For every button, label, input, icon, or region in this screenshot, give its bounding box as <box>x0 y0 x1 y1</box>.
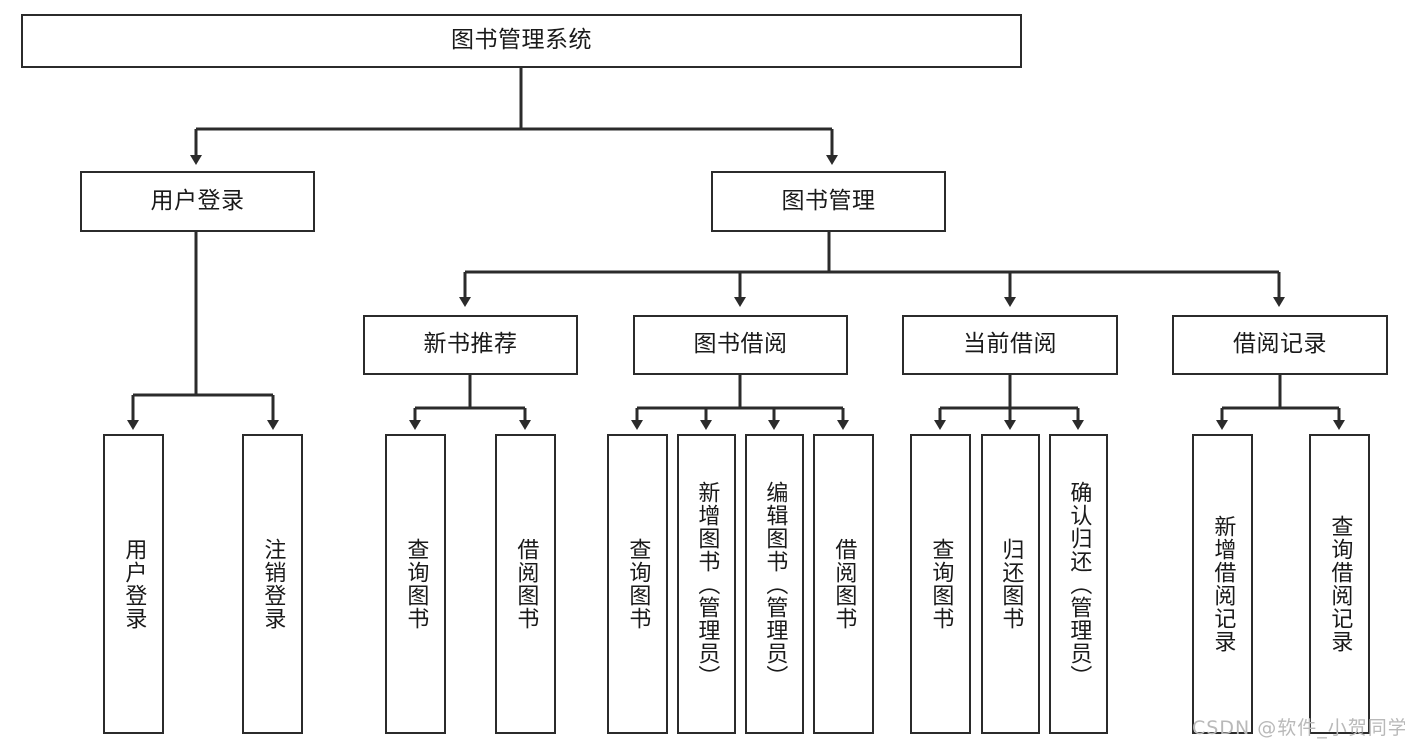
leaf-borrow-query-book[interactable]: 查询图书 <box>607 434 668 734</box>
node-label: 图书管理 <box>781 187 876 214</box>
node-label: 图书管理系统 <box>451 27 592 54</box>
leaf-current-return-book[interactable]: 归还图书 <box>981 434 1040 734</box>
node-label: 用户登录 <box>121 538 147 630</box>
node-label: 查询图书 <box>625 538 651 630</box>
leaf-record-add-record[interactable]: 新增借阅记录 <box>1192 434 1253 734</box>
node-root-system[interactable]: 图书管理系统 <box>21 14 1022 68</box>
leaf-borrow-add-book-admin[interactable]: 新增图书（管理员） <box>677 434 736 734</box>
watermark-text: CSDN @软件_小贺同学 <box>1192 717 1405 739</box>
leaf-borrow-borrow-book[interactable]: 借阅图书 <box>813 434 874 734</box>
leaf-record-query-record[interactable]: 查询借阅记录 <box>1309 434 1370 734</box>
leaf-user-login-signout[interactable]: 注销登录 <box>242 434 303 734</box>
node-label: 编辑图书（管理员） <box>762 480 788 688</box>
node-book-management[interactable]: 图书管理 <box>711 171 946 232</box>
node-label: 借阅图书 <box>513 538 539 630</box>
node-label: 借阅图书 <box>831 538 857 630</box>
node-label: 图书借阅 <box>693 331 788 358</box>
node-new-book-recommend[interactable]: 新书推荐 <box>363 315 578 375</box>
node-label: 查询图书 <box>403 538 429 630</box>
leaf-current-confirm-return-admin[interactable]: 确认归还（管理员） <box>1049 434 1108 734</box>
leaf-current-query-book[interactable]: 查询图书 <box>910 434 971 734</box>
leaf-user-login-signin[interactable]: 用户登录 <box>103 434 164 734</box>
leaf-recommend-borrow-book[interactable]: 借阅图书 <box>495 434 556 734</box>
node-label: 新书推荐 <box>423 331 518 358</box>
leaf-recommend-query-book[interactable]: 查询图书 <box>385 434 446 734</box>
node-label: 新增借阅记录 <box>1210 515 1236 653</box>
leaf-borrow-edit-book-admin[interactable]: 编辑图书（管理员） <box>745 434 804 734</box>
node-current-borrow[interactable]: 当前借阅 <box>902 315 1118 375</box>
node-borrow-record[interactable]: 借阅记录 <box>1172 315 1388 375</box>
node-label: 注销登录 <box>260 538 286 630</box>
node-label: 用户登录 <box>150 187 245 214</box>
node-book-borrow[interactable]: 图书借阅 <box>633 315 848 375</box>
node-label: 确认归还（管理员） <box>1066 480 1092 688</box>
node-label: 查询图书 <box>928 538 954 630</box>
node-label: 新增图书（管理员） <box>694 480 720 688</box>
node-user-login[interactable]: 用户登录 <box>80 171 315 232</box>
node-label: 当前借阅 <box>963 331 1057 358</box>
node-label: 归还图书 <box>998 538 1024 630</box>
node-label: 借阅记录 <box>1233 331 1327 358</box>
node-label: 查询借阅记录 <box>1327 515 1353 653</box>
